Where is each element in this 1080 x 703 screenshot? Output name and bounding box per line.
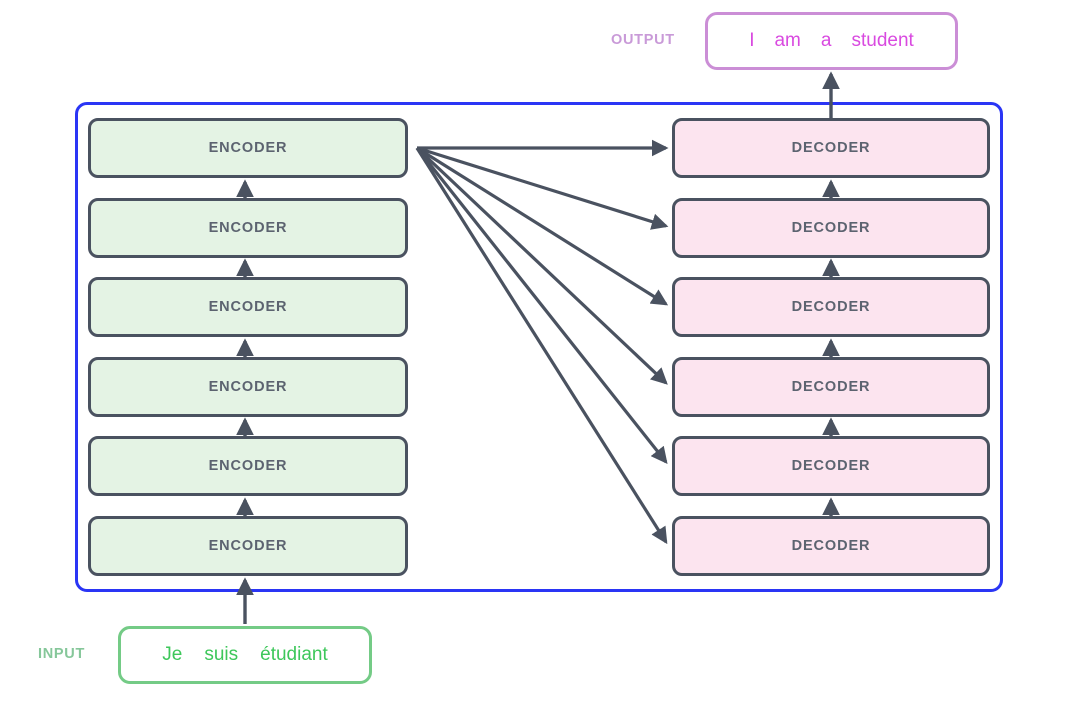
input-token: étudiant	[260, 644, 328, 665]
input-label: INPUT	[38, 646, 85, 662]
encoder-block-1[interactable]: ENCODER	[88, 118, 408, 178]
encoder-label: ENCODER	[208, 538, 288, 554]
decoder-block-4[interactable]: DECODER	[672, 357, 990, 417]
encoder-block-2[interactable]: ENCODER	[88, 198, 408, 258]
output-token: I	[749, 30, 755, 51]
decoder-label: DECODER	[791, 379, 871, 395]
output-label: OUTPUT	[611, 32, 675, 48]
encoder-block-5[interactable]: ENCODER	[88, 436, 408, 496]
decoder-label: DECODER	[791, 140, 871, 156]
encoder-block-6[interactable]: ENCODER	[88, 516, 408, 576]
encoder-label: ENCODER	[208, 458, 288, 474]
encoder-label: ENCODER	[208, 299, 288, 315]
encoder-decoder-container	[75, 102, 1003, 592]
encoder-label: ENCODER	[208, 220, 288, 236]
decoder-block-5[interactable]: DECODER	[672, 436, 990, 496]
decoder-block-6[interactable]: DECODER	[672, 516, 990, 576]
output-token: student	[851, 30, 914, 51]
encoder-label: ENCODER	[208, 379, 288, 395]
output-token: a	[820, 30, 832, 51]
decoder-label: DECODER	[791, 299, 871, 315]
decoder-block-1[interactable]: DECODER	[672, 118, 990, 178]
input-token: suis	[204, 644, 239, 665]
encoder-label: ENCODER	[208, 140, 288, 156]
encoder-block-3[interactable]: ENCODER	[88, 277, 408, 337]
decoder-block-3[interactable]: DECODER	[672, 277, 990, 337]
decoder-label: DECODER	[791, 220, 871, 236]
decoder-block-2[interactable]: DECODER	[672, 198, 990, 258]
output-sentence-box[interactable]: I am a student	[705, 12, 958, 70]
decoder-label: DECODER	[791, 458, 871, 474]
output-token: am	[774, 30, 801, 51]
encoder-block-4[interactable]: ENCODER	[88, 357, 408, 417]
input-token: Je	[162, 644, 183, 665]
decoder-label: DECODER	[791, 538, 871, 554]
input-sentence-box[interactable]: Je suis étudiant	[118, 626, 372, 684]
